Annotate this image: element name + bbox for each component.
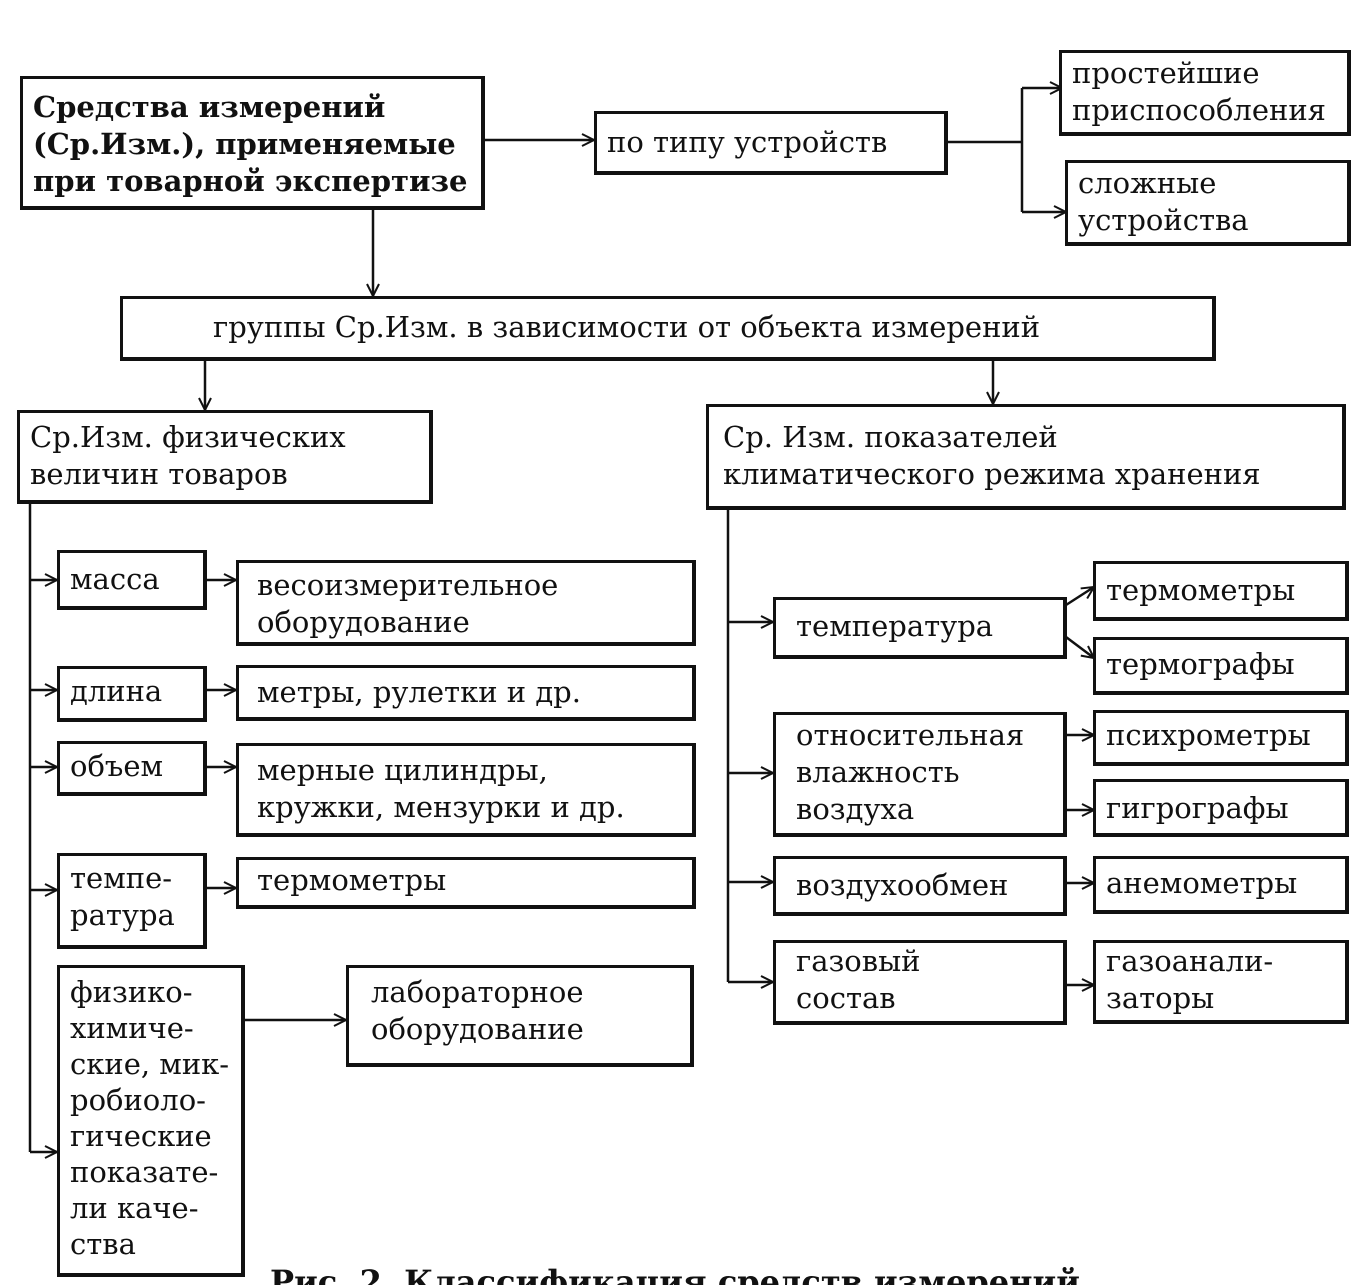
physical-tool-temperature: термометры (236, 857, 696, 909)
device-type-label: по типу устройств (607, 125, 888, 159)
object-label: воздухообмен (796, 868, 1009, 902)
object-label: масса (70, 562, 160, 596)
physical-tool-volume: мерные цилиндры, кружки, мензурки и др. (236, 743, 696, 837)
tool-label: метры, рулетки и др. (257, 675, 581, 709)
physical-object-physchem: физико- химиче- ские, мик- робиоло- гиче… (57, 965, 245, 1277)
physical-tool-physchem: лабораторное оборудование (346, 965, 694, 1067)
physical-header-box: Ср.Изм. физических величин товаров (17, 410, 433, 504)
object-label: температура (796, 609, 994, 643)
device-type-box: по типу устройств (594, 111, 948, 175)
tool-label: термометры (1106, 573, 1296, 607)
tool-label: весоизмерительное оборудование (257, 568, 559, 639)
tool-label: газоанали- заторы (1106, 944, 1274, 1015)
complex-devices-box: сложные устройства (1065, 160, 1351, 246)
physical-tool-mass: весоизмерительное оборудование (236, 560, 696, 646)
object-label: объем (70, 749, 164, 783)
complex-devices-label: сложные устройства (1078, 166, 1249, 237)
climate-object-gas: газовый состав (773, 940, 1067, 1025)
physical-tool-length: метры, рулетки и др. (236, 665, 696, 721)
tool-label: мерные цилиндры, кружки, мензурки и др. (257, 753, 625, 824)
physical-object-temperature: темпе- ратура (57, 853, 207, 949)
climate-object-humidity: относительная влажность воздуха (773, 712, 1067, 837)
tool-label: психрометры (1106, 718, 1311, 752)
climate-object-airexchange: воздухообмен (773, 856, 1067, 916)
climate-header-label: Ср. Изм. показателей климатического режи… (723, 420, 1261, 491)
arrow-temp-to-thermometers (1065, 587, 1094, 607)
figure-caption: Рис. 2. Классификация средств измерений (270, 1263, 1080, 1285)
climate-tool-thermographs: термографы (1093, 637, 1349, 695)
object-label: газовый состав (796, 944, 921, 1015)
simple-devices-box: простейшие приспособления (1059, 50, 1351, 136)
object-label: физико- химиче- ские, мик- робиоло- гиче… (70, 975, 230, 1261)
physical-object-length: длина (57, 666, 207, 722)
climate-tool-hygrographs: гигрографы (1093, 779, 1349, 837)
climate-tool-thermometers: термометры (1093, 561, 1349, 621)
tool-label: лабораторное оборудование (371, 975, 584, 1046)
arrow-temp-to-thermographs (1065, 636, 1094, 658)
tool-label: гигрографы (1106, 791, 1289, 825)
climate-header-box: Ср. Изм. показателей климатического режи… (706, 404, 1346, 510)
groups-label: группы Ср.Изм. в зависимости от объекта … (213, 310, 1041, 344)
physical-object-volume: объем (57, 741, 207, 796)
tool-label: термографы (1106, 647, 1295, 681)
climate-object-temperature: температура (773, 597, 1067, 659)
object-label: относительная влажность воздуха (796, 718, 1025, 826)
climate-tool-gas-analyzers: газоанали- заторы (1093, 940, 1349, 1024)
physical-header-label: Ср.Изм. физических величин товаров (30, 420, 346, 491)
object-label: темпе- ратура (70, 861, 175, 932)
tool-label: анемометры (1106, 866, 1298, 900)
root-box: Средства измерений (Ср.Изм.), применяемы… (20, 76, 485, 210)
climate-tool-anemometers: анемометры (1093, 856, 1349, 914)
simple-devices-label: простейшие приспособления (1072, 56, 1326, 127)
tool-label: термометры (257, 863, 447, 897)
object-label: длина (70, 674, 163, 708)
physical-object-mass: масса (57, 550, 207, 610)
climate-tool-psychrometers: психрометры (1093, 710, 1349, 766)
root-text: Средства измерений (Ср.Изм.), применяемы… (33, 90, 468, 198)
groups-box: группы Ср.Изм. в зависимости от объекта … (120, 296, 1216, 361)
